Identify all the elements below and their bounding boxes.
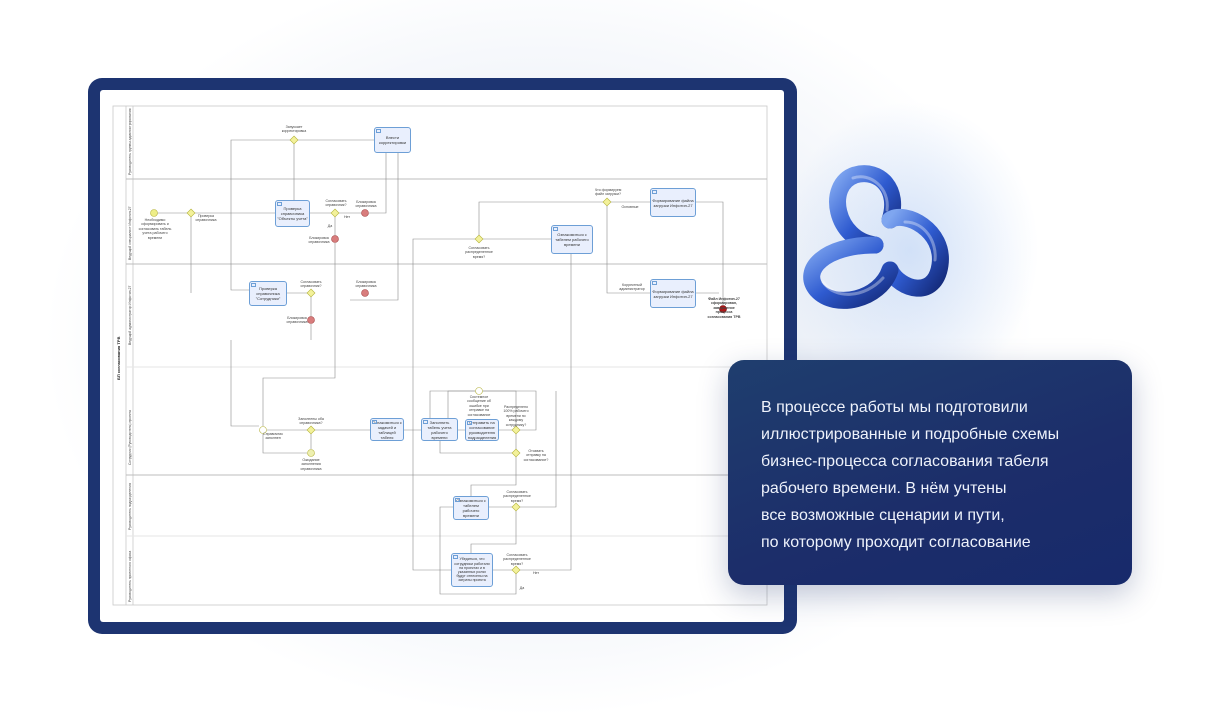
label: Основные xyxy=(621,205,639,209)
pool-border xyxy=(112,105,768,606)
description-line: бизнес-процесса согласования табеля xyxy=(761,453,1049,470)
description-text: В процессе работы мы подготовили иллюстр… xyxy=(761,394,1111,556)
description-line: рабочего времени. В нём учтены xyxy=(761,480,1007,497)
label: Необходимо сформировать и согласовать та… xyxy=(138,218,172,240)
label: Проверка справочника xyxy=(195,214,217,223)
task-review-timesheet-head[interactable]: Ознакомиться с табелем рабочего времени xyxy=(453,496,489,520)
gateway xyxy=(306,425,316,435)
lane-label: Руководитель группы администрирования xyxy=(128,108,132,175)
3d-knot-illustration xyxy=(803,165,949,309)
intermediate-event xyxy=(259,426,267,434)
gateway xyxy=(511,425,521,435)
bpmn-diagram-lines xyxy=(112,105,768,606)
label: Запускает корректировка xyxy=(281,125,307,134)
end-event xyxy=(361,209,369,217)
label: Согласовать распределенное время? xyxy=(465,246,493,259)
intermediate-event xyxy=(307,449,315,457)
description-line: по которому проходит согласование xyxy=(761,534,1031,551)
lane-label: Руководитель проектного офиса xyxy=(128,550,132,602)
description-line: В процессе работы мы подготовили xyxy=(761,399,1028,416)
label: Блокировка справочника xyxy=(286,316,308,325)
end-event xyxy=(361,289,369,297)
task-send-for-approval[interactable]: Отправить на согласование руководителю п… xyxy=(465,419,499,441)
task-make-corrections[interactable]: Внести корректировки xyxy=(374,127,411,153)
pool-title: БП согласования ТРВ xyxy=(116,336,121,380)
description-line: иллюстрированные и подробные схемы xyxy=(761,426,1060,443)
label: Согласовать распределенное время? xyxy=(503,553,531,566)
task-verify-project-roles[interactable]: Убедиться, что сотрудники работали на пр… xyxy=(451,553,493,587)
label: Да xyxy=(327,224,333,228)
label: Корректный администратор xyxy=(619,283,645,292)
label: Отозвать отправку на согласование? xyxy=(523,449,549,462)
task-generate-file-correction[interactable]: Формирование файла загрузки Инфотип-27 xyxy=(650,279,696,308)
lane-label: Сотрудник (Руководитель) проекта xyxy=(128,410,132,465)
final-end-event xyxy=(719,305,727,313)
description-card: В процессе работы мы подготовили иллюстр… xyxy=(728,360,1132,585)
label: Блокировка справочника xyxy=(308,236,330,245)
label: Согласовать справочник? xyxy=(325,199,347,208)
label: Ожидание заполнения справочника xyxy=(300,458,322,471)
events xyxy=(150,209,727,457)
label: Блокировка справочника xyxy=(355,280,377,289)
label: Заполнены оба справочника? xyxy=(298,417,324,426)
label: Файл Инфотип-27 сформирован, завершение … xyxy=(707,297,741,319)
gateway xyxy=(511,448,521,458)
label: Блокировка справочника xyxy=(355,200,377,209)
gateway xyxy=(511,565,521,575)
task-check-accounting-objects[interactable]: Проверка справочника "Объекты учета" xyxy=(275,200,310,227)
task-check-employees[interactable]: Проверка справочника "Сотрудники" xyxy=(249,281,287,306)
end-event xyxy=(331,235,339,243)
gateway xyxy=(289,135,299,145)
gateway xyxy=(474,234,484,244)
sequence-flows xyxy=(157,139,724,595)
label: Нет xyxy=(343,215,351,219)
task-generate-file-main[interactable]: Формирование файла загрузки Инфотип-27 xyxy=(650,188,696,217)
gateway xyxy=(306,288,316,298)
intermediate-event xyxy=(475,387,483,395)
task-review-assignment[interactable]: Ознакомиться с задачей и таблицей табеля xyxy=(370,418,404,441)
gateway xyxy=(602,197,612,207)
label: Согласовать справочник? xyxy=(300,280,322,289)
label: Что формируем файл загрузки? xyxy=(594,188,622,197)
task-review-timesheet[interactable]: Ознакомиться с табелем рабочего времени xyxy=(551,225,593,254)
gateways xyxy=(186,135,612,575)
label: Согласовать распределенное время? xyxy=(503,490,531,503)
task-fill-timesheet[interactable]: Заполнить табель учета рабочего времени xyxy=(421,418,458,441)
gateway xyxy=(186,208,196,218)
label: Да xyxy=(519,586,525,590)
label: Справочник заполнен xyxy=(263,432,283,441)
lane-label: Ведущий специалист Инфотип-27 xyxy=(128,206,132,260)
lane-label: Ведущий администратор Инфотип-27 xyxy=(128,285,132,345)
lane-label: Руководитель подразделения xyxy=(128,483,132,530)
gateway xyxy=(330,208,340,218)
label: Распределено 100% рабочего времени по ка… xyxy=(503,405,529,427)
gateway xyxy=(511,502,521,512)
start-event xyxy=(150,209,158,217)
description-line: все возможные сценарии и пути, xyxy=(761,507,1005,524)
label: Системное сообщение об ошибке при отправ… xyxy=(467,395,491,417)
end-event xyxy=(307,316,315,324)
label: Нет xyxy=(532,571,540,575)
